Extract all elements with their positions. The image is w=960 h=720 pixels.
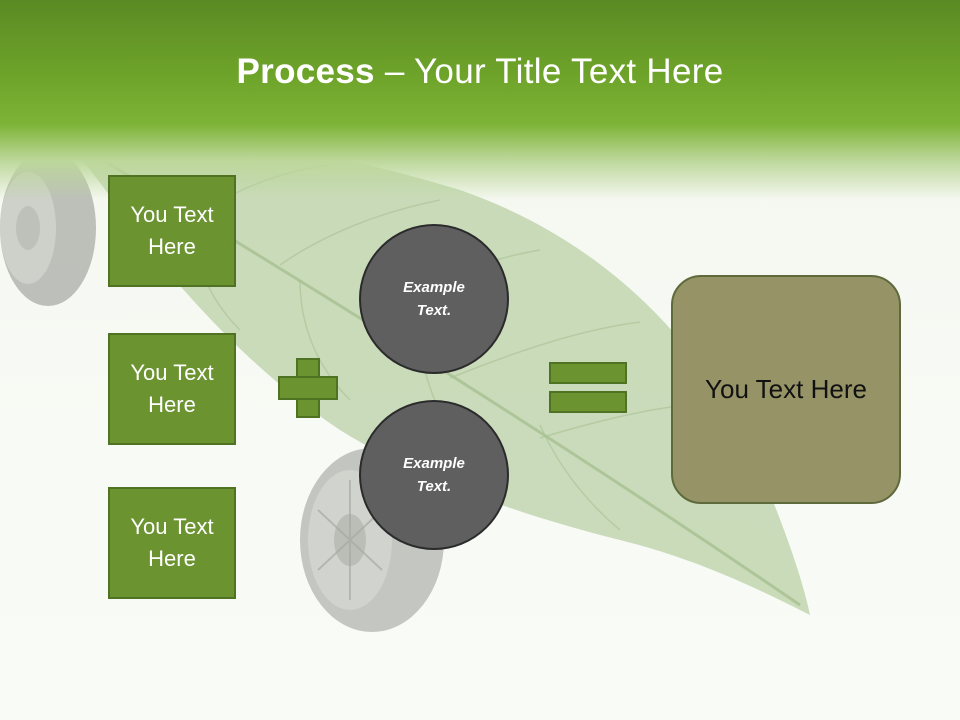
result-box[interactable]: You Text Here — [671, 275, 901, 504]
text-box-label: You Text Here — [130, 202, 214, 259]
text-box-1[interactable]: You Text Here — [108, 175, 236, 287]
result-label: You Text Here — [705, 374, 867, 404]
text-box-2[interactable]: You Text Here — [108, 333, 236, 445]
page-title: Process – Your Title Text Here — [0, 52, 960, 92]
text-box-label: You Text Here — [130, 514, 214, 571]
equals-top-bar — [549, 362, 627, 384]
text-box-label: You Text Here — [130, 360, 214, 417]
text-box-3[interactable]: You Text Here — [108, 487, 236, 599]
title-bar — [0, 0, 960, 200]
title-rest: – Your Title Text Here — [374, 52, 724, 91]
title-bold: Process — [236, 52, 375, 91]
circle-label: Example Text. — [403, 279, 465, 319]
example-circle-1[interactable]: Example Text. — [359, 224, 509, 374]
example-circle-2[interactable]: Example Text. — [359, 400, 509, 550]
circle-label: Example Text. — [403, 455, 465, 495]
plus-center — [298, 378, 318, 398]
equals-bottom-bar — [549, 391, 627, 413]
